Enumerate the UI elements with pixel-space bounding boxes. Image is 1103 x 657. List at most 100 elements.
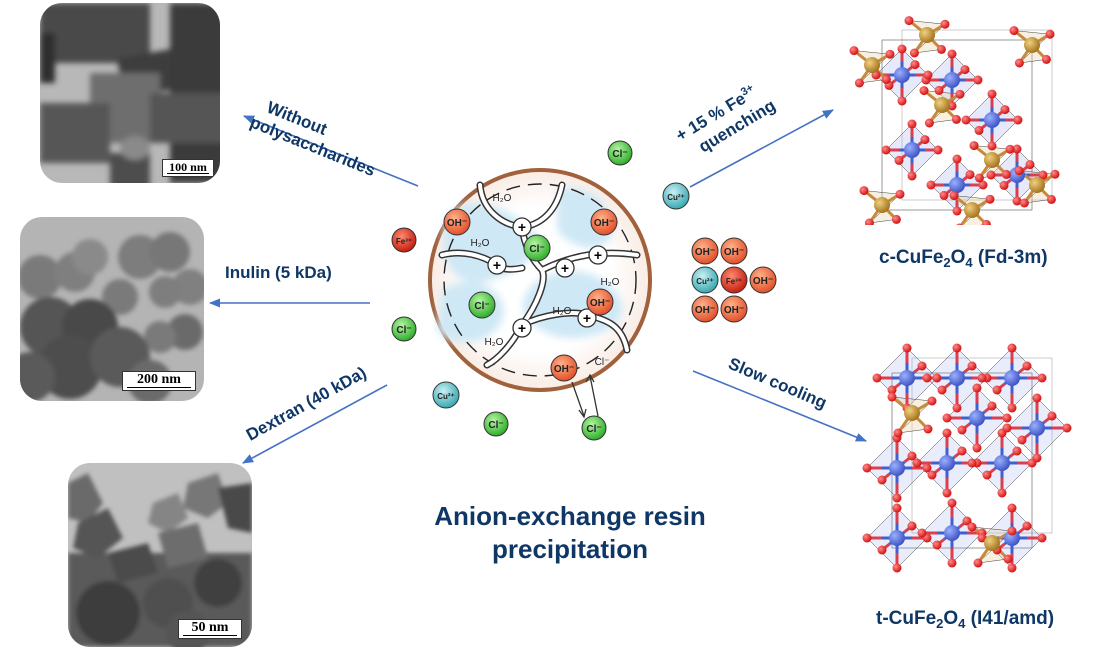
atom-b-site bbox=[984, 112, 1000, 128]
atom-oxygen bbox=[891, 214, 901, 224]
atom-oxygen bbox=[947, 558, 957, 568]
atom-oxygen bbox=[982, 470, 992, 480]
tem-image-inulin: 200 nm bbox=[20, 217, 204, 401]
atom-oxygen bbox=[965, 170, 975, 180]
atom-b-site bbox=[904, 142, 920, 158]
atom-oxygen bbox=[881, 145, 891, 155]
tem-image-without-polysaccharides: 100 nm bbox=[40, 3, 220, 183]
ion-oh: OH⁻ bbox=[554, 364, 574, 375]
atom-oxygen bbox=[1013, 115, 1023, 125]
atom-oxygen bbox=[917, 528, 927, 538]
atom-oxygen bbox=[920, 135, 930, 145]
atom-oxygen bbox=[885, 49, 895, 59]
atom-oxygen bbox=[877, 475, 887, 485]
atom-oxygen bbox=[897, 44, 907, 54]
atom-oxygen bbox=[917, 361, 927, 371]
atom-oxygen bbox=[981, 219, 991, 225]
atom-oxygen bbox=[937, 385, 947, 395]
atom-oxygen bbox=[877, 545, 887, 555]
atom-oxygen bbox=[934, 85, 944, 95]
ion-oh: OH⁻ bbox=[695, 247, 715, 258]
atom-oxygen bbox=[936, 44, 946, 54]
atom-oxygen bbox=[952, 403, 962, 413]
ion-oh: OH⁻ bbox=[724, 305, 744, 316]
atom-oxygen bbox=[973, 75, 983, 85]
atom-oxygen bbox=[977, 533, 987, 543]
atom-oxygen bbox=[939, 190, 949, 200]
ion-cl: Cl⁻ bbox=[586, 424, 601, 435]
plus-site: + bbox=[518, 219, 526, 235]
water-label: H₂O bbox=[485, 337, 504, 348]
atom-oxygen bbox=[1009, 26, 1019, 36]
atom-oxygen bbox=[927, 396, 937, 406]
atom-oxygen bbox=[897, 96, 907, 106]
atom-a-site bbox=[874, 197, 890, 213]
atom-oxygen bbox=[951, 114, 961, 124]
atom-oxygen bbox=[973, 558, 983, 568]
atom-oxygen bbox=[967, 522, 977, 532]
atom-oxygen bbox=[924, 118, 934, 128]
atom-oxygen bbox=[952, 154, 962, 164]
atom-oxygen bbox=[947, 498, 957, 508]
atom-oxygen bbox=[942, 413, 952, 423]
scale-bar-200nm: 200 nm bbox=[122, 371, 196, 391]
atom-oxygen bbox=[947, 49, 957, 59]
atom-b-site bbox=[899, 370, 915, 386]
atom-oxygen bbox=[1045, 29, 1055, 39]
atom-oxygen bbox=[922, 463, 932, 473]
plus-site: + bbox=[594, 247, 602, 263]
cationic-sites: + + + + + + bbox=[487, 217, 608, 338]
water-label: H₂O bbox=[493, 193, 512, 204]
atom-oxygen bbox=[895, 189, 905, 199]
atom-oxygen bbox=[892, 493, 902, 503]
atom-oxygen bbox=[862, 533, 872, 543]
atom-oxygen bbox=[1025, 160, 1035, 170]
ion-cl: Cl⁻ bbox=[396, 325, 411, 336]
atom-oxygen bbox=[967, 458, 977, 468]
atom-oxygen bbox=[940, 19, 950, 29]
atom-oxygen bbox=[872, 373, 882, 383]
atom-a-site bbox=[1029, 177, 1045, 193]
atom-oxygen bbox=[933, 145, 943, 155]
atom-b-site bbox=[939, 455, 955, 471]
atom-oxygen bbox=[1050, 169, 1060, 179]
atom-a-site bbox=[984, 535, 1000, 551]
atom-oxygen bbox=[957, 425, 967, 435]
atom-oxygen bbox=[1003, 554, 1013, 564]
ion-oh: OH⁻ bbox=[590, 298, 610, 309]
ion-cl: Cl⁻ bbox=[612, 149, 627, 160]
atom-a-site bbox=[919, 27, 935, 43]
atom-oxygen bbox=[862, 463, 872, 473]
ion-oh: OH⁻ bbox=[447, 218, 467, 229]
atom-b-site bbox=[969, 410, 985, 426]
water-label: H₂O bbox=[601, 277, 620, 288]
atom-oxygen bbox=[864, 218, 874, 225]
atom-oxygen bbox=[881, 74, 891, 84]
atom-oxygen bbox=[904, 16, 914, 26]
atom-oxygen bbox=[1047, 411, 1057, 421]
ion-oh: OH⁻ bbox=[594, 218, 614, 229]
ion-oh: OH⁻ bbox=[724, 247, 744, 258]
atom-oxygen bbox=[892, 503, 902, 513]
atom-oxygen bbox=[893, 428, 903, 438]
resin-inner-boundary bbox=[443, 183, 637, 377]
atom-oxygen bbox=[892, 563, 902, 573]
atom-oxygen bbox=[1014, 58, 1024, 68]
atom-a-site bbox=[864, 57, 880, 73]
atom-oxygen bbox=[1017, 435, 1027, 445]
atom-oxygen bbox=[952, 343, 962, 353]
atom-oxygen bbox=[972, 443, 982, 453]
structure-label-cubic: c-CuFe2O4 (Fd-3m) bbox=[879, 247, 1048, 270]
tem-image-dextran: 50 nm bbox=[68, 463, 252, 647]
crystal-structure-tetragonal bbox=[862, 343, 1072, 573]
atom-a-site bbox=[904, 405, 920, 421]
atom-oxygen bbox=[1012, 144, 1022, 154]
atom-oxygen bbox=[919, 86, 929, 96]
atom-a-site bbox=[1024, 37, 1040, 53]
water-label: H₂O bbox=[471, 238, 490, 249]
atom-oxygen bbox=[1002, 423, 1012, 433]
atom-b-site bbox=[949, 177, 965, 193]
atom-oxygen bbox=[1012, 196, 1022, 206]
plus-site: + bbox=[493, 257, 501, 273]
atom-oxygen bbox=[1019, 198, 1029, 208]
